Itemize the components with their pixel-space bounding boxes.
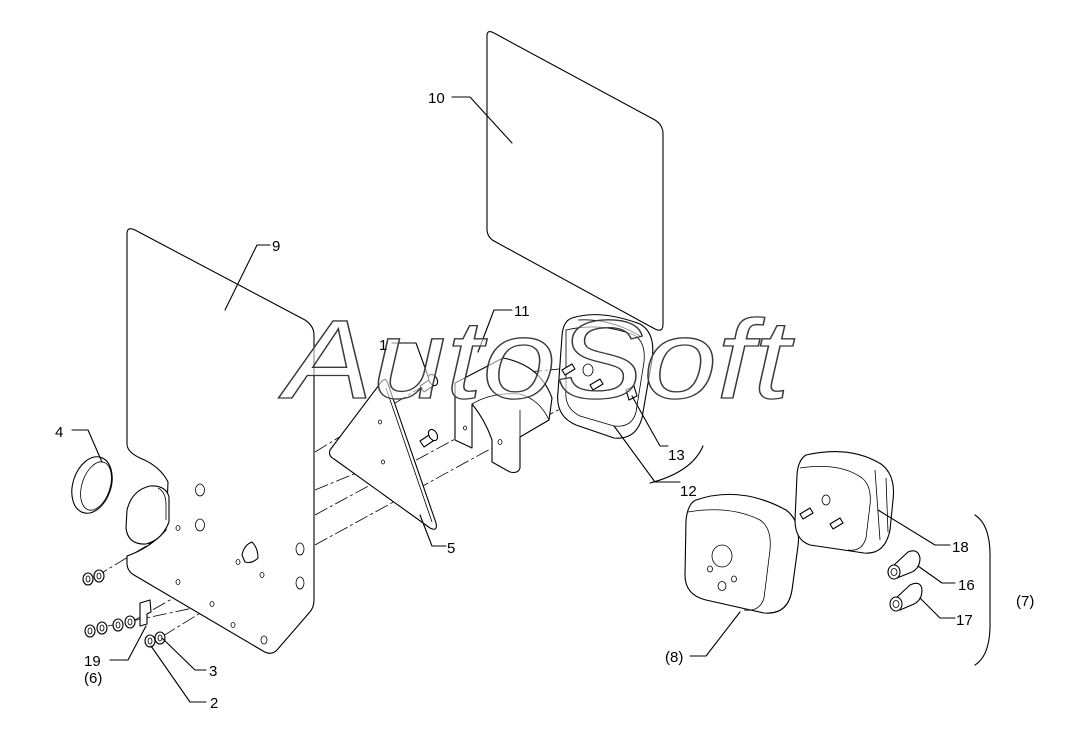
callout-2: 2	[210, 695, 218, 712]
part-19-clip	[139, 599, 152, 627]
lamp-8-hole	[711, 544, 733, 568]
callout-6: (6)	[84, 670, 102, 687]
nuts-and-washers	[82, 569, 166, 648]
plate-hole	[259, 572, 265, 578]
callout-7: (7)	[1016, 593, 1034, 610]
part-1-bolts	[419, 373, 439, 448]
plate-hole	[260, 635, 268, 645]
part-12-lamp-housing	[557, 314, 654, 439]
part-10-panel	[486, 31, 664, 331]
lamp-18-hole	[821, 494, 831, 506]
plate-hole	[295, 576, 305, 590]
part-5-triangle-bracket	[328, 379, 437, 530]
group-bracket-12	[649, 445, 704, 484]
callout-5: 5	[447, 540, 455, 557]
callout-9: 9	[272, 238, 280, 255]
part-4-cover-cap	[71, 456, 170, 545]
part-16-bulb	[887, 550, 921, 580]
group-bracket-7	[974, 514, 991, 666]
callout-8: (8)	[665, 649, 683, 666]
plate-hole	[195, 483, 205, 497]
callout-3: 3	[209, 663, 217, 680]
lamp-housing-stud	[561, 363, 576, 376]
leader-lines	[71, 96, 956, 703]
callout-labels: 10 9 4 1 11 5 13 12 18 16 17 (7) (8) 19 …	[55, 90, 1034, 712]
lamp-8-hole	[731, 575, 737, 583]
plate-hole	[175, 525, 181, 531]
plate-hole	[295, 542, 305, 556]
autosoft-watermark: AutoSoft	[278, 297, 795, 422]
callout-18: 18	[952, 539, 969, 556]
callout-17: 17	[956, 612, 973, 629]
plate-teardrop-hole	[241, 541, 259, 564]
lamp-8-hole	[717, 581, 727, 591]
callout-19: 19	[84, 653, 101, 670]
lamp-housing-stud	[589, 378, 604, 391]
lamp-housing-hole	[582, 363, 594, 377]
plate-hole	[195, 518, 205, 532]
callout-16: 16	[958, 577, 975, 594]
part-11-u-bracket	[454, 357, 553, 474]
callout-13: 13	[668, 447, 685, 464]
callout-12: 12	[680, 483, 697, 500]
plate-hole	[209, 601, 215, 607]
lamp-8-hole	[707, 565, 713, 573]
callout-1: 1	[379, 337, 387, 354]
lamp-18-stud	[799, 507, 814, 520]
plate-hole	[175, 579, 181, 585]
callout-10: 10	[428, 90, 445, 107]
part-17-bulb	[889, 582, 923, 612]
callout-4: 4	[55, 424, 63, 441]
part-8-lamp	[684, 493, 800, 614]
part-13-screw	[625, 385, 638, 401]
part-9-mounting-plate	[126, 228, 315, 654]
lamp-18-stud	[829, 517, 844, 530]
callout-11: 11	[514, 303, 530, 320]
plate-hole	[235, 559, 241, 565]
plate-hole	[230, 622, 236, 628]
part-18-lamp	[794, 451, 895, 554]
